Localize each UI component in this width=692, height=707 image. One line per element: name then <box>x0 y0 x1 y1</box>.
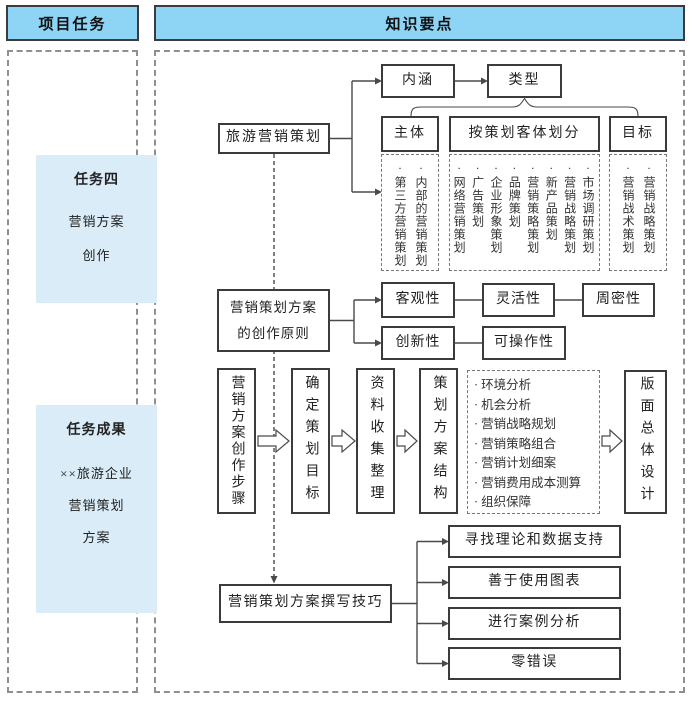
principles-root-line: 的创作原则 <box>237 325 310 341</box>
category-goal-box: 目标 <box>609 116 667 152</box>
object-items-box: 市场调研策划 营销战略策划 新产品策划 营销策略策划 品牌策划 企业形象策划 广… <box>449 154 600 271</box>
list-item: 内部的营销策划 <box>410 161 431 270</box>
step-label: 版面总体设计 <box>638 376 654 508</box>
right-panel-border <box>154 50 685 693</box>
principle-box: 周密性 <box>582 283 655 317</box>
list-item: 机会分析 <box>474 396 599 416</box>
list-item: 网络营销策划 <box>450 161 468 270</box>
principles-root-line: 营销策划方案 <box>230 299 317 315</box>
result-box-line: 方案 <box>82 530 111 545</box>
step-label: 策划方案结构 <box>431 375 447 507</box>
task-box: 任务四 营销方案 创作 <box>36 155 157 303</box>
list-item: 营销费用成本测算 <box>474 474 599 494</box>
layout-design-box: 版面总体设计 <box>624 370 667 514</box>
list-item: 营销战略策划 <box>560 161 578 270</box>
principle-box: 可操作性 <box>482 326 566 360</box>
list-item: 广告策划 <box>468 161 486 270</box>
list-item: 组织保障 <box>474 493 599 513</box>
tip-box: 寻找理论和数据支持 <box>448 525 621 558</box>
step-box: 策划方案结构 <box>419 368 458 514</box>
left-panel-header: 项目任务 <box>6 5 139 41</box>
list-item: 市场调研策划 <box>579 161 597 270</box>
list-item: 营销计划细案 <box>474 454 599 474</box>
left-panel-border <box>7 50 138 693</box>
task-box-line: 创作 <box>82 248 111 263</box>
result-box-line: 营销策划 <box>68 498 125 513</box>
list-item: 品牌策划 <box>505 161 523 270</box>
result-box-title: 任务成果 <box>66 421 127 437</box>
category-object-box: 按策划客体划分 <box>449 116 600 152</box>
step-label: 资料收集整理 <box>368 375 384 507</box>
list-item: 营销战术策划 <box>617 161 638 270</box>
principle-box: 客观性 <box>381 282 455 318</box>
step-box: 营销方案创作步骤 <box>217 368 256 514</box>
result-box: 任务成果 ××旅游企业 营销策划 方案 <box>36 405 157 613</box>
list-item: 新产品策划 <box>542 161 560 270</box>
structure-items-box: 环境分析 机会分析 营销战略规划 营销策略组合 营销计划细案 营销费用成本测算 … <box>467 370 600 514</box>
list-item: 营销战略策划 <box>638 161 659 270</box>
principle-box: 灵活性 <box>482 283 555 317</box>
category-subject-box: 主体 <box>381 116 439 152</box>
task-box-line: 营销方案 <box>68 214 125 229</box>
list-item: 第三方营销策划 <box>389 161 410 270</box>
list-item: 环境分析 <box>474 376 599 396</box>
tip-box: 进行案例分析 <box>448 607 621 640</box>
tip-box: 零错误 <box>448 647 621 680</box>
list-item: 营销战略规划 <box>474 415 599 435</box>
subject-items-box: 内部的营销策划 第三方营销策划 <box>381 154 439 271</box>
connotation-box: 内涵 <box>381 64 455 98</box>
step-label: 确定策划目标 <box>303 375 319 507</box>
type-box: 类型 <box>487 64 562 98</box>
list-item: 企业形象策划 <box>487 161 505 270</box>
task-box-title: 任务四 <box>74 171 119 187</box>
result-box-line: ××旅游企业 <box>60 466 133 481</box>
step-box: 资料收集整理 <box>356 368 395 514</box>
planning-root-box: 旅游营销策划 <box>218 123 330 154</box>
step-box: 确定策划目标 <box>291 368 330 514</box>
list-item: 营销策略策划 <box>523 161 541 270</box>
tip-box: 善于使用图表 <box>448 566 621 599</box>
right-panel-header: 知识要点 <box>154 5 685 41</box>
principles-root-box: 营销策划方案 的创作原则 <box>217 289 330 352</box>
goal-items-box: 营销战略策划 营销战术策划 <box>609 154 667 271</box>
principle-box: 创新性 <box>381 326 455 360</box>
step-label: 营销方案创作步骤 <box>229 375 245 507</box>
list-item: 营销策略组合 <box>474 435 599 455</box>
writing-tips-root-box: 营销策划方案撰写技巧 <box>219 584 392 623</box>
